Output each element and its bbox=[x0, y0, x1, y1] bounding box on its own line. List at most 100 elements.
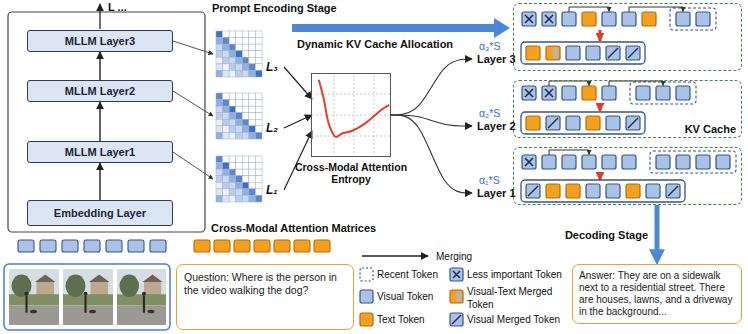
matrix-cell bbox=[249, 156, 256, 163]
token bbox=[696, 12, 710, 26]
matrix-cell bbox=[229, 93, 236, 100]
visual-token bbox=[622, 155, 636, 169]
matrix-cell bbox=[249, 44, 256, 51]
attention-matrix bbox=[216, 156, 262, 202]
visual-token bbox=[562, 155, 576, 169]
matrix-cell bbox=[255, 182, 262, 189]
matrix-cell bbox=[236, 44, 243, 51]
token bbox=[450, 290, 463, 303]
matrix-cell bbox=[236, 57, 243, 64]
token bbox=[562, 12, 576, 26]
matrix-cell bbox=[229, 51, 236, 58]
matrix-cell bbox=[236, 126, 243, 133]
matrix-cell bbox=[242, 44, 249, 51]
visual-token bbox=[676, 12, 690, 26]
stage-title: Cross-Modal Attention Matrices bbox=[211, 222, 376, 235]
matrix-cell bbox=[236, 189, 243, 196]
matrix-cell bbox=[242, 176, 249, 183]
matrix-cell bbox=[249, 38, 256, 45]
text-token bbox=[642, 12, 656, 26]
text-token bbox=[586, 116, 600, 130]
house bbox=[91, 281, 109, 295]
merge-mark bbox=[628, 48, 638, 58]
matrix-cell bbox=[229, 44, 236, 51]
layer-box: Embedding Layer bbox=[27, 200, 173, 226]
merged-token bbox=[546, 46, 560, 60]
token bbox=[656, 86, 670, 100]
matrix-cell bbox=[223, 163, 230, 170]
token bbox=[566, 116, 580, 130]
node-text: Answer: They are on a sidewalk next to a… bbox=[579, 270, 735, 318]
matrix-cell bbox=[223, 38, 230, 45]
layer-label: Layer 2 bbox=[477, 120, 516, 132]
token bbox=[666, 184, 680, 198]
legend-sample bbox=[362, 256, 428, 257]
edge-label: α₁*S bbox=[478, 174, 501, 186]
matrix-cell bbox=[216, 156, 223, 163]
matrix-cell bbox=[223, 57, 230, 64]
matrix-cell bbox=[249, 31, 256, 38]
token bbox=[526, 46, 540, 60]
token bbox=[586, 116, 600, 130]
matrix-cell bbox=[223, 132, 230, 139]
matrix-cell bbox=[255, 51, 262, 58]
legend-text: Recent Token bbox=[377, 268, 447, 281]
matrix-cell bbox=[236, 176, 243, 183]
edge-label: α₃*S bbox=[478, 40, 501, 52]
matrix-cell bbox=[216, 163, 223, 170]
visual-token bbox=[40, 240, 56, 252]
matrix-cell bbox=[242, 189, 249, 196]
token bbox=[622, 12, 636, 26]
layer-label: Layer 1 bbox=[477, 187, 516, 199]
token bbox=[602, 12, 616, 26]
kv-cache-region: Layer 1 bbox=[474, 147, 742, 205]
drop-mark bbox=[545, 89, 553, 97]
text-token bbox=[294, 240, 310, 252]
visual-token bbox=[602, 86, 616, 100]
roof bbox=[142, 275, 162, 282]
legend-text: Visual-Text Merged Token bbox=[467, 285, 567, 311]
token bbox=[646, 184, 660, 198]
matrix-cell bbox=[216, 176, 223, 183]
text-token bbox=[566, 184, 580, 198]
matrix-cell bbox=[223, 169, 230, 176]
merge-mark bbox=[668, 186, 678, 196]
matrix-cell bbox=[249, 113, 256, 120]
matrix-cell bbox=[223, 113, 230, 120]
text-token bbox=[314, 240, 330, 252]
visual-token bbox=[542, 86, 556, 100]
matrix-cell bbox=[249, 51, 256, 58]
visual-token bbox=[562, 12, 576, 26]
matrix-cell bbox=[242, 31, 249, 38]
color-swatch bbox=[360, 290, 373, 303]
visual-token bbox=[84, 240, 100, 252]
matrix-cell bbox=[249, 106, 256, 113]
legend-text: Text Token bbox=[377, 313, 447, 326]
visual-token bbox=[636, 86, 650, 100]
matrix-cell bbox=[255, 169, 262, 176]
connector bbox=[391, 115, 472, 193]
node-text: Embedding Layer bbox=[54, 207, 146, 219]
matrix-cell bbox=[216, 57, 223, 64]
matrix-cell bbox=[216, 51, 223, 58]
visual-token bbox=[566, 46, 580, 60]
token bbox=[526, 116, 540, 130]
node-text: Question: Where is the person in the vid… bbox=[184, 271, 346, 297]
legend-sample bbox=[450, 268, 463, 281]
matrix-cell bbox=[229, 100, 236, 107]
matrix-cell bbox=[242, 64, 249, 71]
legend-sample bbox=[450, 313, 463, 326]
matrix-cell bbox=[229, 70, 236, 77]
matrix-cell bbox=[242, 38, 249, 45]
matrix-cell bbox=[249, 195, 256, 202]
matrix-cell bbox=[242, 163, 249, 170]
merge-bracket bbox=[609, 81, 663, 86]
legend-text: Visual Token bbox=[377, 290, 447, 303]
tree bbox=[119, 275, 139, 297]
attention-matrix bbox=[216, 93, 262, 139]
color-swatch bbox=[360, 313, 373, 326]
token bbox=[566, 184, 580, 198]
roof bbox=[35, 275, 56, 282]
visual-token bbox=[586, 184, 600, 198]
merge-bracket bbox=[569, 7, 609, 12]
